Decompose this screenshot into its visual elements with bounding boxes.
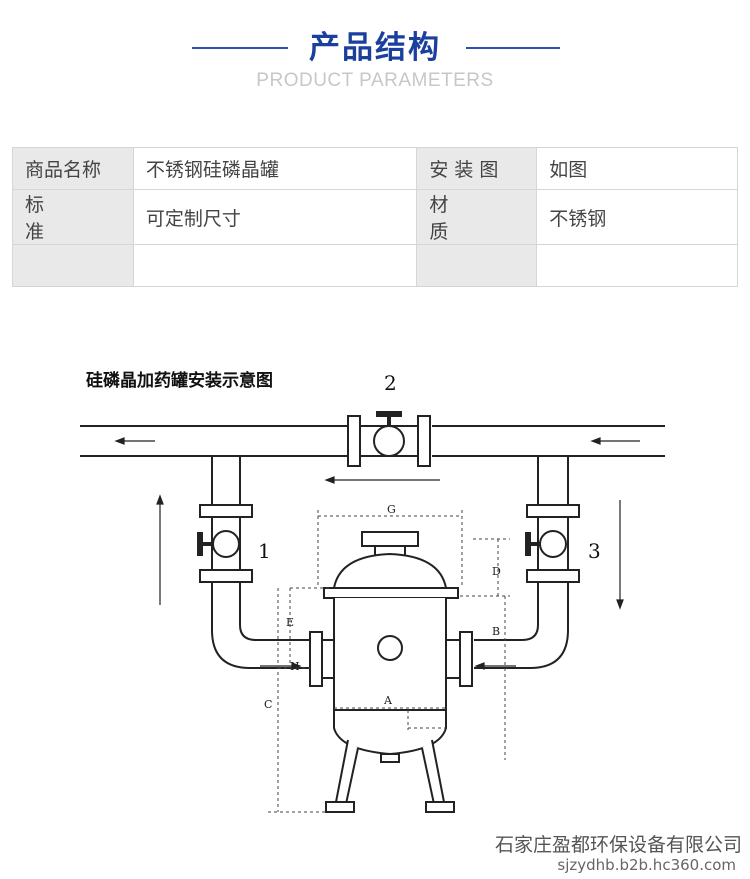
- valve-label-1: 1: [258, 539, 271, 563]
- tank: [309, 531, 473, 813]
- dim-label-d: D: [492, 565, 501, 578]
- section-header: 产品结构 PRODUCT PARAMETERS: [0, 0, 750, 110]
- param-value: [132, 244, 418, 287]
- dim-label-a: A: [383, 694, 393, 707]
- param-value: 可定制尺寸: [132, 189, 418, 245]
- param-value: 如图: [536, 147, 738, 190]
- valve-label-2: 2: [384, 371, 397, 395]
- page-subtitle: PRODUCT PARAMETERS: [256, 70, 494, 91]
- title-right-line: [466, 47, 560, 49]
- page-title: 产品结构: [309, 30, 441, 66]
- param-value: 不锈钢: [536, 189, 738, 245]
- valve-label-3: 3: [588, 539, 601, 563]
- valve-2: [347, 411, 431, 467]
- param-key: 材质: [416, 189, 538, 245]
- param-key: [12, 244, 134, 287]
- param-key: 安装图: [416, 147, 538, 190]
- dim-label-b: B: [492, 625, 500, 638]
- table-row: 商品名称 不锈钢硅磷晶罐 安装图 如图: [12, 147, 738, 190]
- param-key: [416, 244, 538, 287]
- param-key: 标准: [12, 189, 134, 245]
- table-row: [12, 244, 738, 287]
- param-key: 商品名称: [12, 147, 134, 190]
- title-left-line: [192, 47, 288, 49]
- watermark-company: 石家庄盈都环保设备有限公司: [494, 834, 742, 856]
- diagram-title: 硅磷晶加药罐安装示意图: [86, 371, 273, 391]
- valve-3: [525, 504, 580, 583]
- installation-diagram: 硅磷晶加药罐安装示意图: [0, 330, 750, 879]
- valve-1: [197, 504, 253, 583]
- param-value: 不锈钢硅磷晶罐: [132, 147, 418, 190]
- table-row: 标准 可定制尺寸 材质 不锈钢: [12, 189, 738, 245]
- watermark-url: sjzydhb.b2b.hc360.com: [557, 856, 736, 874]
- param-value: [536, 244, 738, 287]
- param-key-text: 安装图: [429, 159, 505, 181]
- dim-label-h: H: [290, 660, 300, 673]
- dim-label-e: E: [286, 616, 294, 629]
- parameters-table: 商品名称 不锈钢硅磷晶罐 安装图 如图 标准 可定制尺寸 材质 不锈钢: [12, 147, 738, 287]
- diagram-drawing: 2 1 3 G D B E H C A: [80, 371, 665, 813]
- dim-label-g: G: [387, 503, 396, 516]
- dim-label-c: C: [264, 698, 272, 711]
